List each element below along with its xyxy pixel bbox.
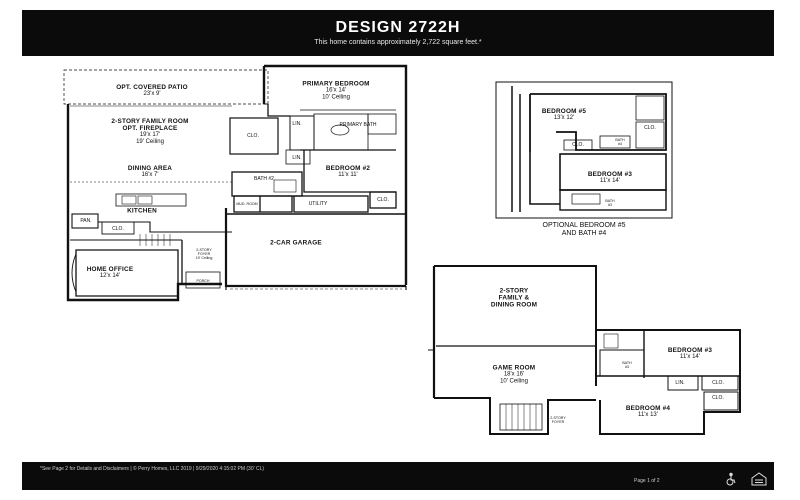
patio-label: OPT. COVERED PATIO 23'x 9' xyxy=(116,84,188,97)
optional-bedroom-5-label: BEDROOM #5 13'x 12' xyxy=(541,108,587,121)
primary-bedroom-label: PRIMARY BEDROOM 16'x 14' 10' Ceiling xyxy=(302,80,370,101)
kitchen-label: KITCHEN xyxy=(127,207,157,215)
optional-plan-caption: OPTIONAL BEDROOM #5 AND BATH #4 xyxy=(542,222,626,237)
footer-icons xyxy=(726,472,767,486)
optional-bath-3-label: BATH #3 xyxy=(605,199,615,207)
game-room-label: GAME ROOM 18'x 16' 10' Ceiling xyxy=(492,364,536,385)
equal-housing-icon xyxy=(751,472,767,486)
accessibility-icon xyxy=(726,472,736,486)
dining-area-label: DINING AREA 16'x 7' xyxy=(127,165,173,178)
family-room-label: 2-STORY FAMILY ROOM OPT. FIREPLACE 19'x … xyxy=(111,118,189,145)
closet-label-upper: CLO. xyxy=(712,380,724,386)
closet-label: CLO. xyxy=(247,133,259,139)
bath-2-label: BATH #2 xyxy=(254,176,274,182)
mud-room-label: MUD. ROOM xyxy=(236,202,258,206)
closet-label-3: CLO. xyxy=(112,226,124,232)
closet-label-upper-2: CLO. xyxy=(712,395,724,401)
upper-foyer-label: 2-STORY FOYER xyxy=(550,416,566,424)
optional-closet-label: CLO. xyxy=(644,125,656,131)
footer-disclaimer: *See Page 2 for Details and Disclaimers … xyxy=(40,466,265,472)
porch-label: PORCH xyxy=(196,279,210,283)
pantry-label: PAN. xyxy=(80,218,92,224)
family-dining-open-label: 2-STORY FAMILY & DINING ROOM xyxy=(490,287,538,309)
first-floor-walls xyxy=(63,64,408,302)
bedroom-2-label: BEDROOM #2 11'x 11' xyxy=(325,165,371,178)
optional-bedroom-3-label: BEDROOM #3 11'x 14' xyxy=(587,171,633,184)
primary-bath-label: PRIMARY BATH xyxy=(339,122,377,128)
foyer-label: 2-STORY FOYER 19' Ceiling xyxy=(195,248,213,260)
bedroom-4-label: BEDROOM #4 11'x 13' xyxy=(625,405,671,418)
page-number: Page 1 of 2 xyxy=(634,478,660,484)
second-floor-walls xyxy=(428,265,741,435)
bath-3-label: BATH #3 xyxy=(622,361,632,369)
optional-closet-label-2: CLO. xyxy=(572,142,584,148)
utility-label: UTILITY xyxy=(308,201,328,207)
garage-label: 2-CAR GARAGE xyxy=(270,239,322,247)
linen-closet-label-2: LIN. xyxy=(292,155,302,161)
page-footer: *See Page 2 for Details and Disclaimers … xyxy=(22,462,774,490)
linen-closet-label: LIN. xyxy=(292,121,302,127)
optional-bath-4-label: BATH #4 xyxy=(615,138,625,146)
optional-plan-walls xyxy=(495,81,673,219)
home-office-label: HOME OFFICE 12'x 14' xyxy=(86,266,134,279)
design-subtitle: This home contains approximately 2,722 s… xyxy=(314,39,482,46)
design-title: DESIGN 2722H xyxy=(335,19,461,36)
page-header: DESIGN 2722H This home contains approxim… xyxy=(22,10,774,56)
bedroom-3-label: BEDROOM #3 11'x 14' xyxy=(667,347,713,360)
closet-label-2: CLO. xyxy=(377,197,389,203)
linen-label: LIN. xyxy=(675,380,685,386)
